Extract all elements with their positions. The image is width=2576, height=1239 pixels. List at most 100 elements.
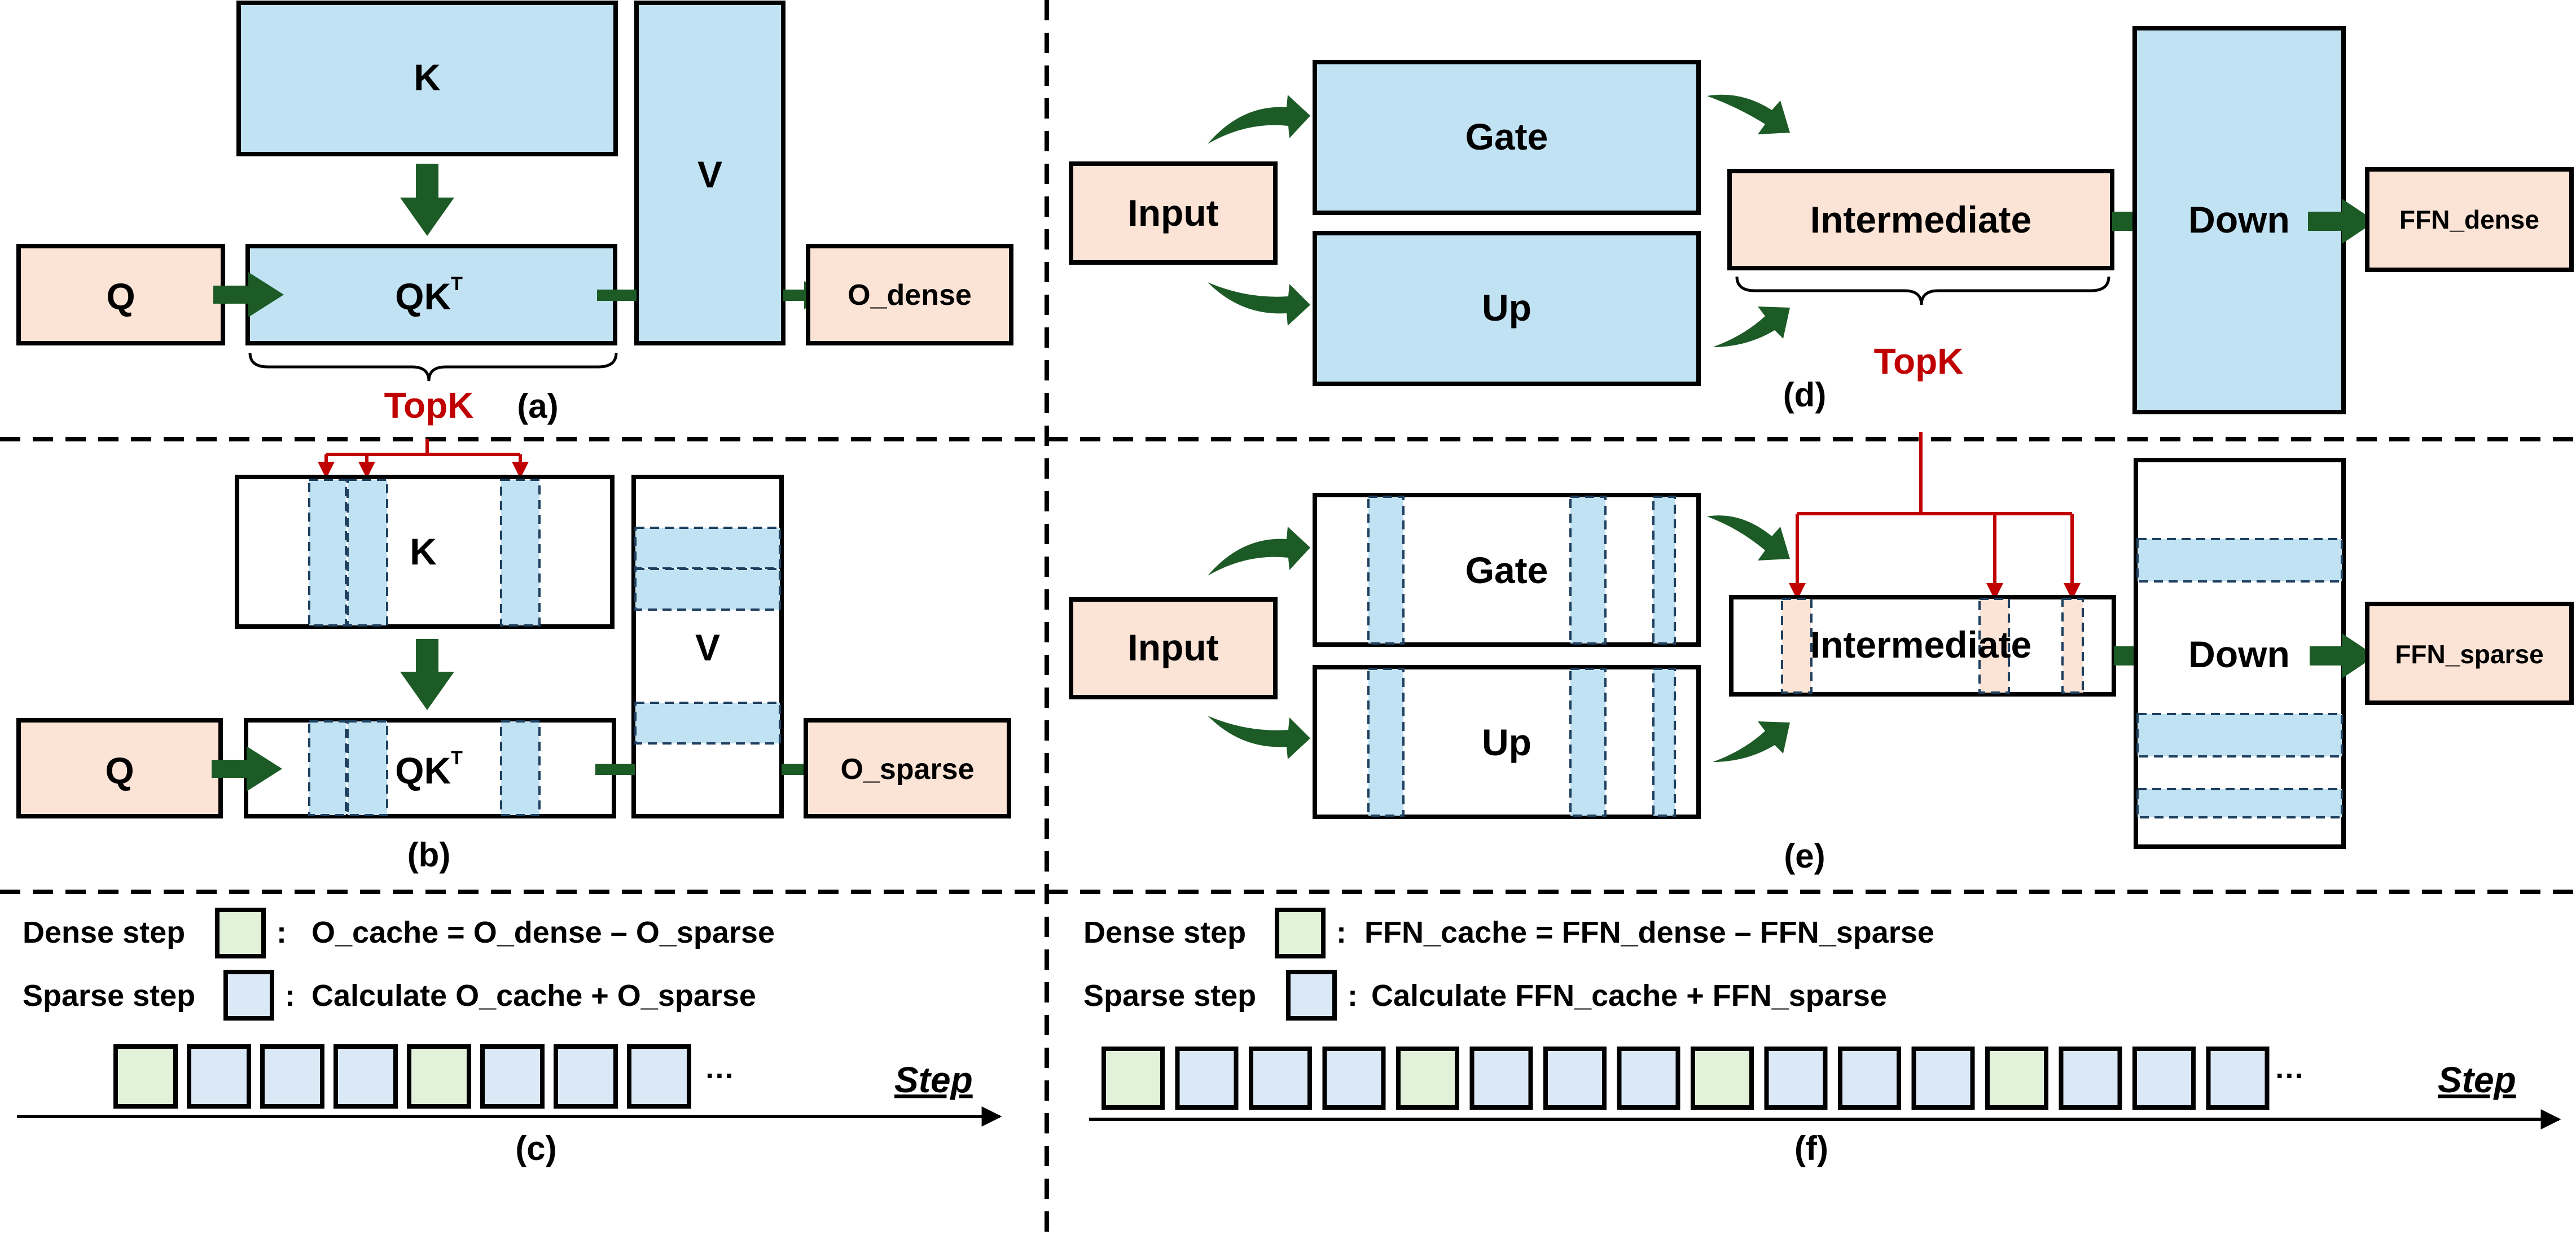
o-dense-label: O_dense [848,279,972,312]
panel-b: K Q QKT V O_sparse (b) [16,439,1011,874]
down-label: Down [2188,199,2290,240]
curved-arrow [1208,282,1310,326]
panel-label-b: (b) [407,836,451,874]
intermediate-label: Intermediate [1810,624,2031,666]
panel-label-e: (e) [1784,837,1825,875]
down-block-sparse [2134,458,2346,849]
brace [1735,276,2110,305]
curved-arrow [1707,94,1790,134]
selected-key-column [500,479,541,627]
curved-arrow [1713,307,1790,347]
sparse-step-equation: Calculate FFN_cache + FFN_sparse [1371,979,1887,1013]
up-label: Up [1482,287,1531,329]
v-label: V [695,627,720,668]
selected-up-column [1569,668,1607,817]
ffn-sparse-block [2365,602,2574,705]
panel-label-c: (c) [515,1129,556,1167]
q-label: Q [105,750,134,791]
selected-value-row [634,702,781,745]
step-axis-label: Step [2438,1060,2516,1100]
intermediate-label: Intermediate [1810,199,2031,240]
curved-arrow [1707,515,1790,561]
selected-qk-column [346,720,388,816]
o-sparse-label: O_sparse [840,753,974,786]
brace [248,352,618,382]
dense-step-swatch [215,908,266,958]
sparse-step-cell [627,1044,691,1109]
dense-step-cell [1691,1047,1754,1110]
sparse-step-equation: Calculate O_cache + O_sparse [311,979,756,1013]
sparse-step-cell [2132,1047,2196,1110]
dense-step-cell [1102,1047,1165,1110]
dense-step-cell [1985,1047,2048,1110]
gate-label: Gate [1465,549,1548,591]
selected-qk-column [500,720,541,816]
gate-block [1313,60,1701,215]
selected-down-row [2136,788,2343,818]
sparse-step-cell [187,1044,251,1109]
step-sequence [1102,1047,2270,1110]
step-axis-label: Step [894,1060,973,1100]
qk-label: QKT [395,747,463,791]
q-block [16,244,225,345]
sparse-step-label: Sparse step [1083,979,1256,1013]
curved-arrow [1208,95,1310,144]
panel-label-a: (a) [517,387,558,425]
sparse-step-cell [1838,1047,1901,1110]
qk-block [245,244,617,345]
o-sparse-block [804,718,1011,818]
step-sequence [113,1044,691,1109]
input-label: Input [1127,192,1218,234]
colon: : [1348,979,1358,1013]
selected-key-column [308,479,347,627]
selected-gate-column [1367,496,1405,645]
q-label: Q [106,275,135,317]
sparse-step-cell [1469,1047,1533,1110]
sparse-step-cell [1249,1047,1312,1110]
dense-step-cell [1396,1047,1459,1110]
selected-gate-column [1652,496,1676,645]
k-label: K [410,531,437,572]
dense-step-label: Dense step [1083,916,1246,949]
sparse-step-swatch [223,970,274,1021]
panel-a: K Q QKT V O_dense TopK (a) [16,1,1013,426]
right-arrow [2308,199,2376,244]
colon: : [277,916,287,949]
selected-up-column [1367,668,1405,817]
sparse-step-cell [2059,1047,2122,1110]
panel-c: Dense step : O_cache = O_dense – O_spars… [17,908,1002,1167]
sparse-step-cell [260,1044,324,1109]
panel-d: Input Gate Up Intermediate TopK Down FFN… [1069,26,2574,414]
selected-intermediate-column [2061,598,2084,694]
dense-step-label: Dense step [23,916,185,949]
panel-label-d: (d) [1783,376,1827,414]
right-arrow [213,272,284,317]
selected-value-row [634,527,781,570]
v-block [634,1,785,345]
curved-arrow [1208,527,1310,576]
dense-step-cell [407,1044,471,1109]
selected-down-row [2136,713,2343,758]
dense-step-equation: FFN_cache = FFN_dense – FFN_sparse [1364,916,1934,949]
dense-step-cell [113,1044,178,1109]
selected-key-column [346,479,388,627]
k-block-sparse [235,475,615,629]
panel-f: Dense step : FFN_cache = FFN_dense – FFN… [1083,908,2561,1167]
down-label: Down [2188,633,2290,675]
input-block [1069,597,1278,699]
colon: : [1336,916,1346,949]
right-arrow [212,746,282,791]
ellipsis: … [704,1051,735,1085]
connector [595,764,635,775]
curved-arrow [1208,716,1310,759]
curved-arrow [1713,721,1790,762]
panel-label-f: (f) [1794,1129,1828,1167]
ellipsis: … [2274,1051,2305,1085]
ffn-dense-block [2365,167,2574,272]
input-block [1069,161,1278,265]
sparse-step-cell [1764,1047,1828,1110]
k-label: K [414,56,441,98]
qk-label: QKT [395,273,463,317]
dense-step-swatch [1275,908,1326,958]
